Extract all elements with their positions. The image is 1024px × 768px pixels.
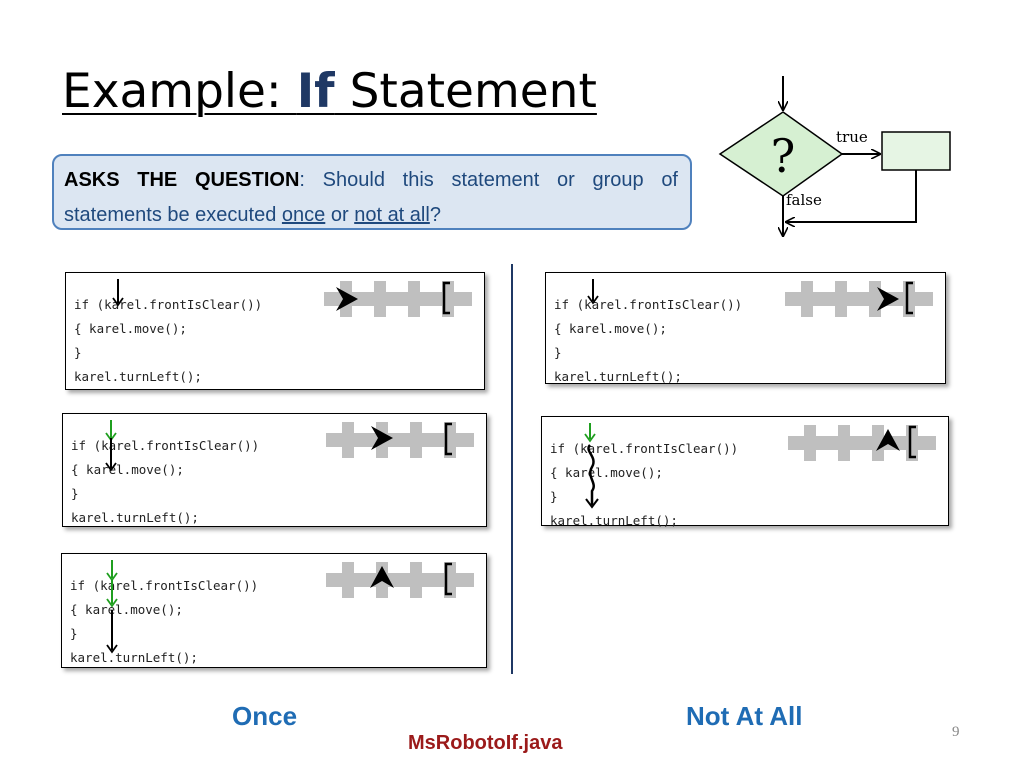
question-box: ASKS THE QUESTION: Should this statement… — [52, 154, 692, 230]
example-panel-once-2: if (karel.frontIsClear()) { karel.move();… — [62, 413, 487, 527]
question-not-at-all: not at all — [354, 204, 430, 226]
question-end: ? — [429, 204, 441, 226]
flow-merge-line — [786, 170, 917, 222]
code-line: } — [74, 345, 82, 360]
question-or: or — [325, 204, 355, 226]
question-text: Should this statement or group of statem… — [64, 169, 678, 226]
page-number: 9 — [952, 724, 960, 740]
example-panel-once-1: if (karel.frontIsClear()) { karel.move();… — [65, 272, 485, 390]
slide-title: Example: If Statement — [62, 64, 597, 119]
title-keyword: If — [296, 64, 335, 119]
code-line: karel.turnLeft(); — [550, 513, 678, 528]
example-panel-notatall-2: if (karel.frontIsClear()) { karel.move();… — [541, 416, 949, 528]
decision-question-mark: ? — [771, 129, 796, 183]
code-block: if (karel.frontIsClear()) { karel.move();… — [554, 293, 742, 389]
karel-world-track — [326, 422, 474, 458]
flow-false-label: false — [786, 191, 822, 209]
code-line: { karel.move(); — [554, 321, 667, 336]
code-line: } — [71, 486, 79, 501]
not-at-all-label: Not At All — [686, 701, 803, 731]
question-lead: ASKS THE QUESTION — [64, 169, 300, 191]
code-block: if (karel.frontIsClear()) { karel.move();… — [71, 434, 259, 530]
title-prefix: Example: — [62, 64, 297, 119]
column-divider — [511, 264, 513, 674]
example-panel-notatall-1: if (karel.frontIsClear()) { karel.move();… — [545, 272, 946, 384]
karel-world-track — [788, 425, 936, 461]
question-colon: : — [299, 169, 305, 191]
code-line: { karel.move(); — [70, 602, 183, 617]
title-suffix: Statement — [334, 64, 597, 119]
code-line: karel.turnLeft(); — [70, 650, 198, 665]
once-label: Once — [232, 701, 298, 731]
code-line: { karel.move(); — [71, 462, 184, 477]
source-file-name: MsRobotoIf.java — [408, 732, 563, 754]
karel-world-track — [324, 281, 472, 317]
code-block: if (karel.frontIsClear()) { karel.move();… — [70, 574, 258, 670]
karel-world-track — [326, 562, 474, 598]
code-line: { karel.move(); — [74, 321, 187, 336]
code-block: if (karel.frontIsClear()) { karel.move();… — [550, 437, 738, 533]
code-line: } — [550, 489, 558, 504]
code-line: karel.turnLeft(); — [71, 510, 199, 525]
code-line: if (karel.frontIsClear()) — [70, 578, 259, 593]
if-flowchart: ? true false — [718, 76, 951, 246]
code-line: { karel.move(); — [550, 465, 663, 480]
code-line: if (karel.frontIsClear()) — [71, 438, 260, 453]
code-line: } — [554, 345, 562, 360]
code-block: if (karel.frontIsClear()) { karel.move();… — [74, 293, 262, 389]
statement-box — [881, 131, 951, 171]
code-line: } — [70, 626, 78, 641]
question-once: once — [281, 204, 326, 226]
code-line: karel.turnLeft(); — [554, 369, 682, 384]
code-line: if (karel.frontIsClear()) — [550, 441, 739, 456]
example-panel-once-3: if (karel.frontIsClear()) { karel.move();… — [61, 553, 487, 668]
code-line: karel.turnLeft(); — [74, 369, 202, 384]
code-line: if (karel.frontIsClear()) — [74, 297, 263, 312]
karel-world-track — [785, 281, 933, 317]
code-line: if (karel.frontIsClear()) — [554, 297, 743, 312]
flow-true-label: true — [836, 128, 868, 146]
